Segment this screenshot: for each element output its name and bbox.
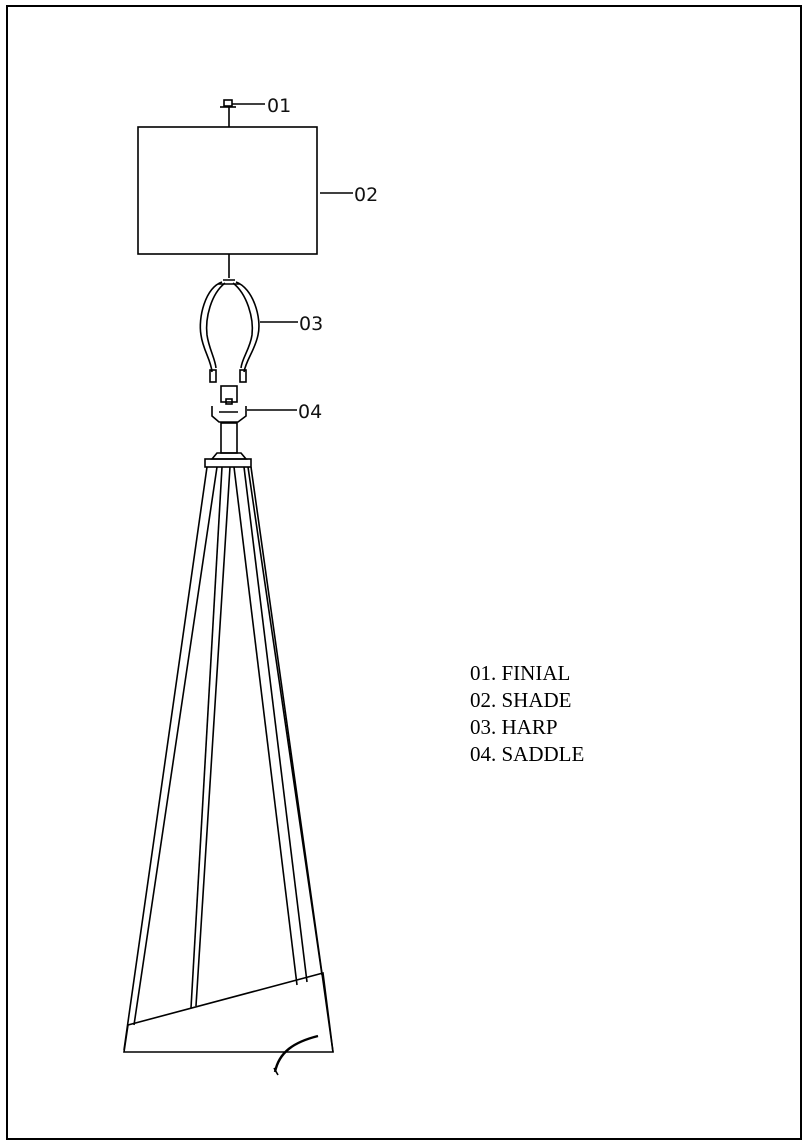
leader-lines [232, 103, 353, 411]
harp-part [199, 254, 260, 383]
legend-item: 01. FINIAL [470, 661, 571, 685]
page-border [6, 5, 802, 1140]
parts-legend: 01. FINIAL 02. SHADE 03. HARP 04. SADDLE [470, 660, 584, 768]
legend-item: 04. SADDLE [470, 742, 585, 766]
saddle-part [211, 385, 247, 423]
power-cord [273, 1034, 319, 1076]
callout-02: 02 [354, 184, 378, 206]
tripod-legs [123, 466, 334, 1053]
finial-part [220, 99, 236, 127]
legend-item: 02. SHADE [470, 688, 572, 712]
lamp-base [123, 971, 334, 1053]
callout-01: 01 [267, 95, 291, 117]
lamp-stem [204, 422, 252, 468]
lamp-shade [137, 126, 318, 255]
callout-03: 03 [299, 313, 323, 335]
callout-04: 04 [298, 401, 322, 423]
legend-item: 03. HARP [470, 715, 558, 739]
